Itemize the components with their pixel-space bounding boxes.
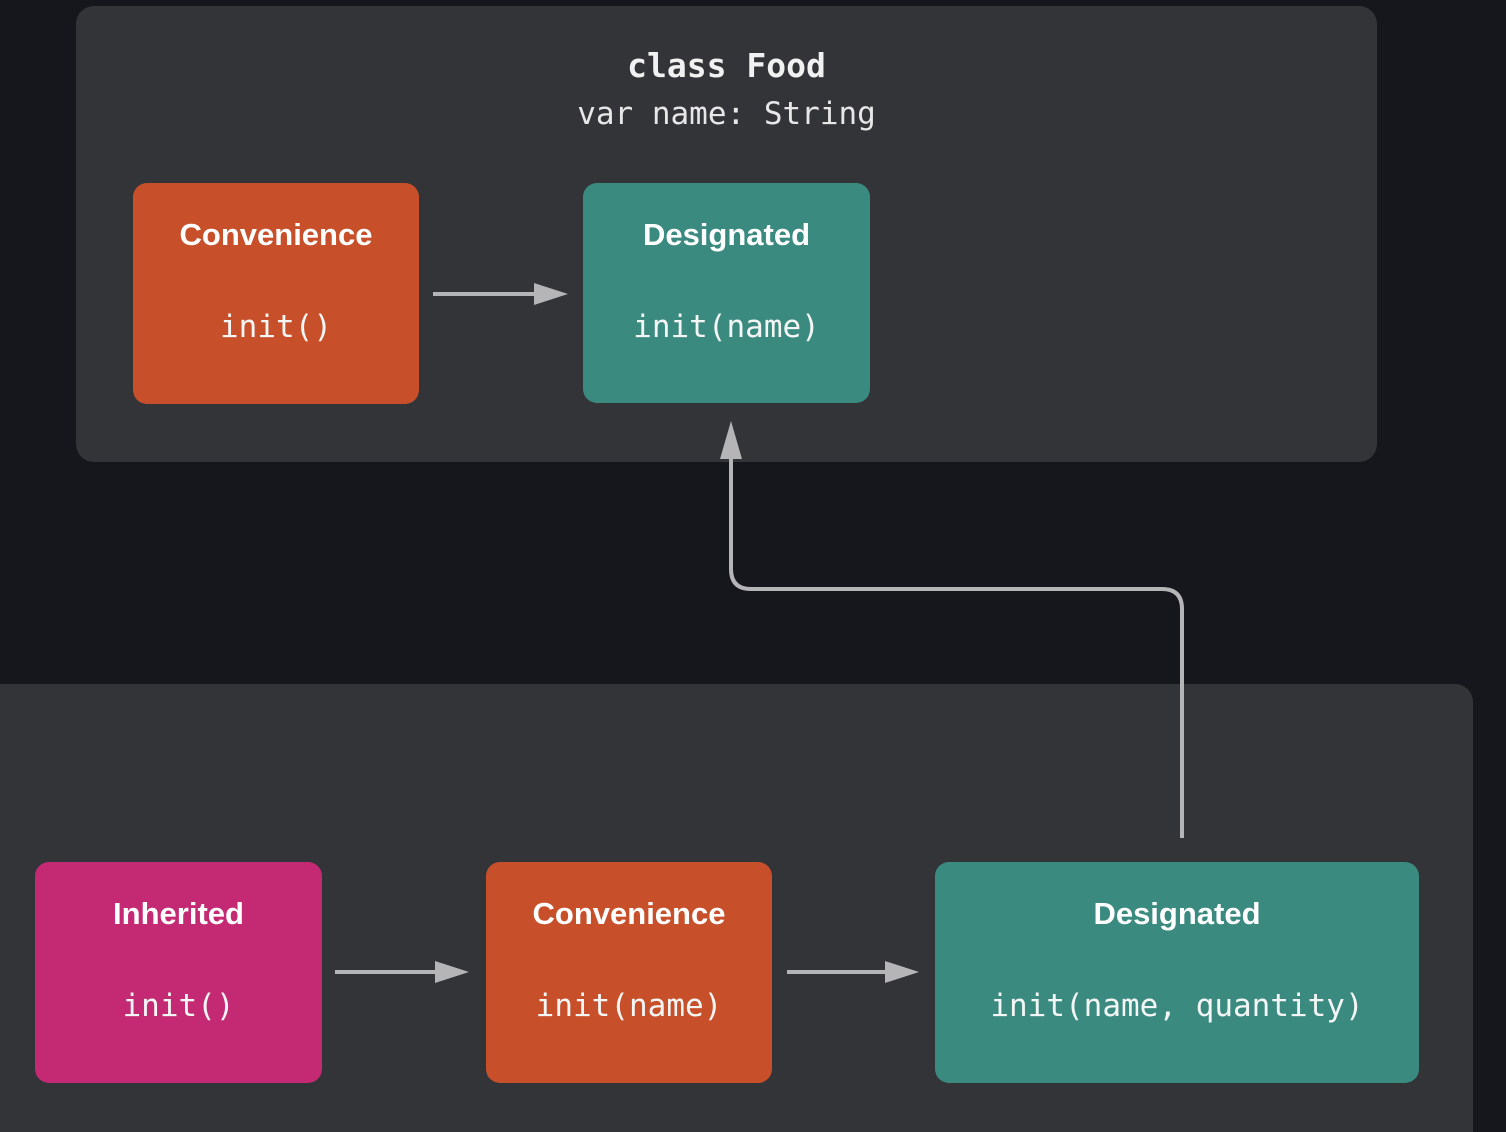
subclass-designated-init-box: Designated init(name, quantity) <box>935 862 1419 1083</box>
init-signature: init(name) <box>535 988 723 1024</box>
init-box-label: Inherited <box>113 896 244 931</box>
init-signature: init() <box>220 309 332 345</box>
init-box-label: Convenience <box>179 217 373 252</box>
init-signature: init(name) <box>633 309 820 345</box>
init-box-label: Designated <box>1093 896 1261 931</box>
subclass-inherited-init-box: Inherited init() <box>35 862 322 1083</box>
init-box-label: Designated <box>642 217 811 252</box>
init-signature: init(name, quantity) <box>990 988 1364 1024</box>
superclass-title: class Food <box>627 46 826 85</box>
init-signature: init() <box>122 988 235 1024</box>
superclass-designated-init-box: Designated init(name) <box>583 183 870 403</box>
superclass-convenience-init-box: Convenience init() <box>133 183 419 404</box>
superclass-property: var name: String <box>577 96 876 132</box>
subclass-convenience-init-box: Convenience init(name) <box>486 862 772 1083</box>
init-box-label: Convenience <box>532 896 726 931</box>
